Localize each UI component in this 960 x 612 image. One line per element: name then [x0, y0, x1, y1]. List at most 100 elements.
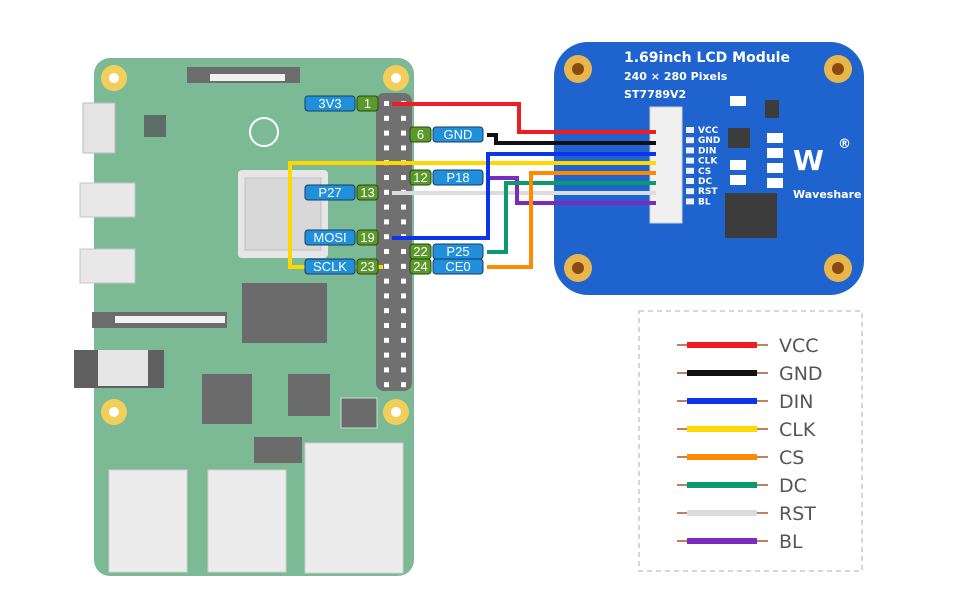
lcd-pin-label: VCC [698, 126, 719, 136]
svg-text:12: 12 [413, 170, 427, 185]
gpio-pin [384, 145, 389, 151]
gpio-pin [384, 101, 389, 106]
svg-text:CE0: CE0 [445, 259, 470, 274]
gpio-pin [384, 367, 389, 373]
ic-chip [725, 193, 777, 238]
gpio-pin [384, 234, 389, 240]
pin-label-3v3: 3V3 1 [304, 95, 379, 112]
wire-vcc [392, 102, 656, 134]
svg-text:GND: GND [444, 127, 473, 142]
waveshare-logo-icon: W [793, 144, 824, 177]
gpio-pin [401, 130, 406, 136]
pin-label-p27: P27 13 [304, 184, 379, 201]
svg-text:P18: P18 [446, 170, 469, 185]
gpio-pin [401, 115, 406, 121]
svg-text:MOSI: MOSI [313, 230, 346, 245]
svg-text:SCLK: SCLK [313, 259, 347, 274]
wire-bl [487, 176, 656, 205]
lcd-pin-label: RST [698, 187, 718, 197]
gpio-pin [401, 145, 406, 151]
gpio-pin [401, 263, 406, 269]
gpio-pin [384, 204, 389, 210]
gpio-pin [401, 382, 406, 388]
lcd-pin-label: GND [698, 136, 720, 146]
raspberry-pi-board [74, 58, 414, 576]
pin-label-p18: 12 P18 [409, 169, 484, 186]
gpio-pin [384, 219, 389, 225]
lcd-module-board: 1.69inch LCD Module 240 × 280 Pixels ST7… [554, 42, 864, 295]
gpio-pin [401, 249, 406, 254]
brand-name: Waveshare [793, 188, 861, 201]
svg-text:P27: P27 [318, 185, 341, 200]
gpio-pin [384, 175, 389, 180]
pin-label-gnd: 6 GND [409, 126, 484, 143]
gpio-pin [384, 263, 389, 269]
svg-text:1: 1 [364, 96, 371, 111]
gpio-pin [401, 175, 406, 180]
gpio-pin [401, 337, 406, 343]
lcd-controller: ST7789V2 [624, 88, 686, 101]
lcd-pin-label: BL [698, 197, 711, 207]
lcd-resolution: 240 × 280 Pixels [624, 70, 728, 83]
legend-label: BL [779, 531, 803, 553]
gpio-pin [384, 308, 389, 314]
gpio-pin [384, 293, 389, 299]
lcd-pin-label: CLK [698, 157, 718, 167]
gpio-pin [384, 249, 389, 254]
pin-label-mosi: MOSI 19 [304, 229, 379, 246]
gpio-header [376, 93, 412, 391]
gpio-pin [384, 130, 389, 136]
legend-label: DC [779, 475, 807, 497]
gpio-pin [401, 323, 406, 328]
legend-label: RST [779, 503, 816, 525]
legend-label: DIN [779, 391, 813, 413]
legend-label: CLK [779, 419, 816, 441]
gpio-pin [384, 323, 389, 328]
gpio-pin [401, 204, 406, 210]
raspberry-logo-icon [249, 117, 279, 147]
gpio-pin [384, 115, 389, 121]
legend: VCC GND DIN CLK CS DC RST BL [638, 310, 863, 572]
svg-text:19: 19 [360, 230, 374, 245]
svg-text:13: 13 [360, 185, 374, 200]
gpio-pin [384, 337, 389, 343]
lcd-pin-label: DIN [698, 146, 716, 156]
legend-label: GND [779, 363, 823, 385]
gpio-pin [401, 278, 406, 284]
lcd-pin-label: DC [698, 177, 712, 187]
gpio-pin [401, 308, 406, 314]
wire-cs [487, 171, 656, 269]
svg-text:24: 24 [413, 259, 427, 274]
svg-text:3V3: 3V3 [318, 96, 341, 111]
pin-label-ce0: 24 CE0 [409, 258, 484, 275]
legend-item: DIN [677, 391, 813, 413]
legend-item: DC [677, 475, 807, 497]
pin-label-p25: 22 P25 [409, 243, 484, 260]
gpio-pin [384, 278, 389, 284]
lcd-pin-label: CS [698, 167, 711, 177]
legend-item: GND [677, 363, 823, 385]
legend-item: BL [677, 531, 803, 553]
legend-item: CS [677, 447, 804, 469]
legend-item: RST [677, 503, 816, 525]
gpio-pin [401, 367, 406, 373]
svg-text:P25: P25 [446, 244, 469, 259]
svg-text:22: 22 [413, 244, 427, 259]
lcd-title: 1.69inch LCD Module [624, 50, 790, 66]
legend-label: VCC [779, 335, 819, 357]
gpio-pin [401, 219, 406, 225]
legend-item: VCC [677, 335, 819, 357]
legend-label: CS [779, 447, 804, 469]
registered-mark-icon: ® [838, 137, 851, 152]
legend-item: CLK [677, 419, 816, 441]
gpio-pin [401, 352, 406, 358]
wire-gnd [487, 133, 656, 145]
wire-din [392, 152, 656, 240]
gpio-pin [384, 189, 389, 195]
gpio-pin [401, 293, 406, 299]
svg-text:6: 6 [417, 127, 424, 142]
gpio-pin [384, 382, 389, 388]
